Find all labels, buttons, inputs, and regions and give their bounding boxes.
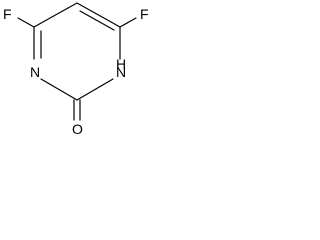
chemical-structure-diagram: F F N HN O	[3, 2, 149, 137]
bond-c4-c5	[33, 2, 78, 28]
oxygen-label: O	[72, 121, 83, 137]
nh-hydrogen-label: H	[116, 56, 126, 72]
bond-n1-c2	[76, 78, 114, 101]
nh-label: HN	[116, 56, 126, 80]
bond-c5-c6	[76, 2, 121, 28]
bond-c5-c6-inner	[79, 10, 115, 31]
bond-c4-f	[17, 17, 35, 28]
fluorine-left-label: F	[3, 6, 12, 22]
fluorine-right-label: F	[140, 6, 149, 22]
bond-c2-n3	[40, 78, 78, 101]
nitrogen-label: N	[30, 64, 40, 80]
nh-nitrogen-label: N	[116, 64, 126, 80]
bond-c6-f	[119, 17, 137, 28]
